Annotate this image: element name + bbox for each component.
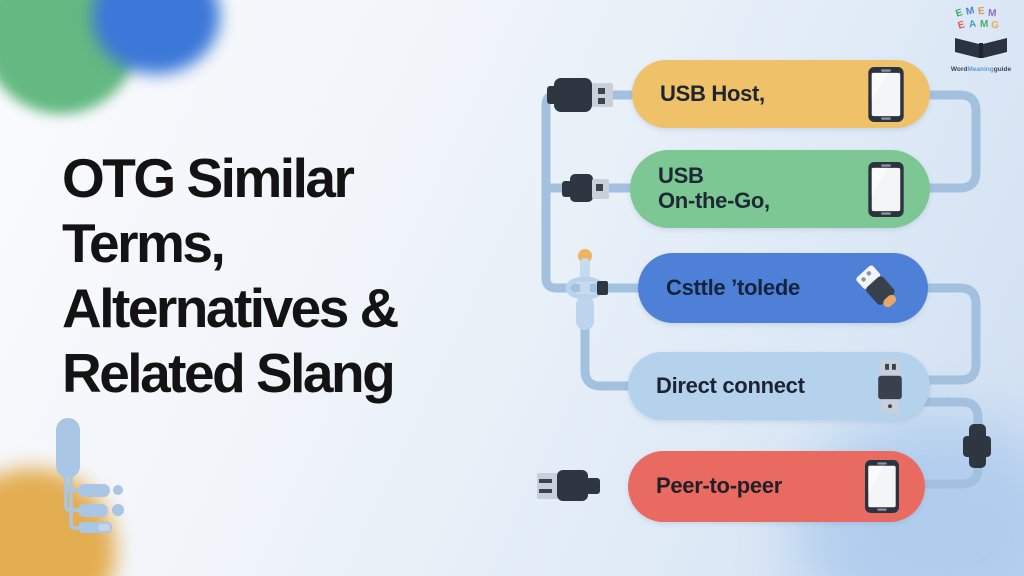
page-title: OTG Similar Terms, Alternatives & Relate… xyxy=(62,146,399,406)
usb-adapter-icon xyxy=(878,359,902,413)
usb-plug-icon xyxy=(547,78,613,112)
term-pill-direct-connect: Direct connect xyxy=(628,352,930,420)
logo-flying-letters: E M E M E A M G xyxy=(954,5,1000,32)
term-label: Peer-to-peer xyxy=(656,473,782,499)
page-title-line: Terms, xyxy=(62,212,226,274)
term-pill-peer-to-peer: Peer-to-peer xyxy=(628,451,925,522)
term-label: USB Host, xyxy=(660,80,765,106)
smartphone-icon xyxy=(865,460,899,513)
page-title-line: OTG Similar xyxy=(62,147,355,209)
brand-logo: E M E M E A M G WordMeaningguide xyxy=(938,5,1024,73)
term-pill-usb-on-the-go: USB On-the-Go, xyxy=(630,150,930,228)
brand-name: WordMeaningguide xyxy=(950,66,1012,73)
smartphone-icon xyxy=(868,161,904,217)
cable-stylus-icon xyxy=(565,249,608,330)
page-title-line: Related Slang xyxy=(62,342,396,404)
term-pill-usb-host: USB Host, xyxy=(632,60,930,128)
usb-plug-icon xyxy=(537,470,600,501)
page-title-line: Alternatives & xyxy=(62,277,399,339)
open-book-icon xyxy=(955,38,1007,58)
term-label: Direct connect xyxy=(656,372,805,398)
term-pill-csttle-tolede: Csttle ’tolede xyxy=(638,253,928,323)
term-label: Csttle ’tolede xyxy=(666,274,800,300)
usb-flash-drive-icon xyxy=(856,265,897,308)
inline-connector-icon xyxy=(963,424,991,468)
usb-plug-icon xyxy=(562,174,609,202)
smartphone-icon xyxy=(868,66,904,122)
usb-schematic-icon xyxy=(56,418,124,533)
term-label: USB On-the-Go, xyxy=(658,163,770,213)
